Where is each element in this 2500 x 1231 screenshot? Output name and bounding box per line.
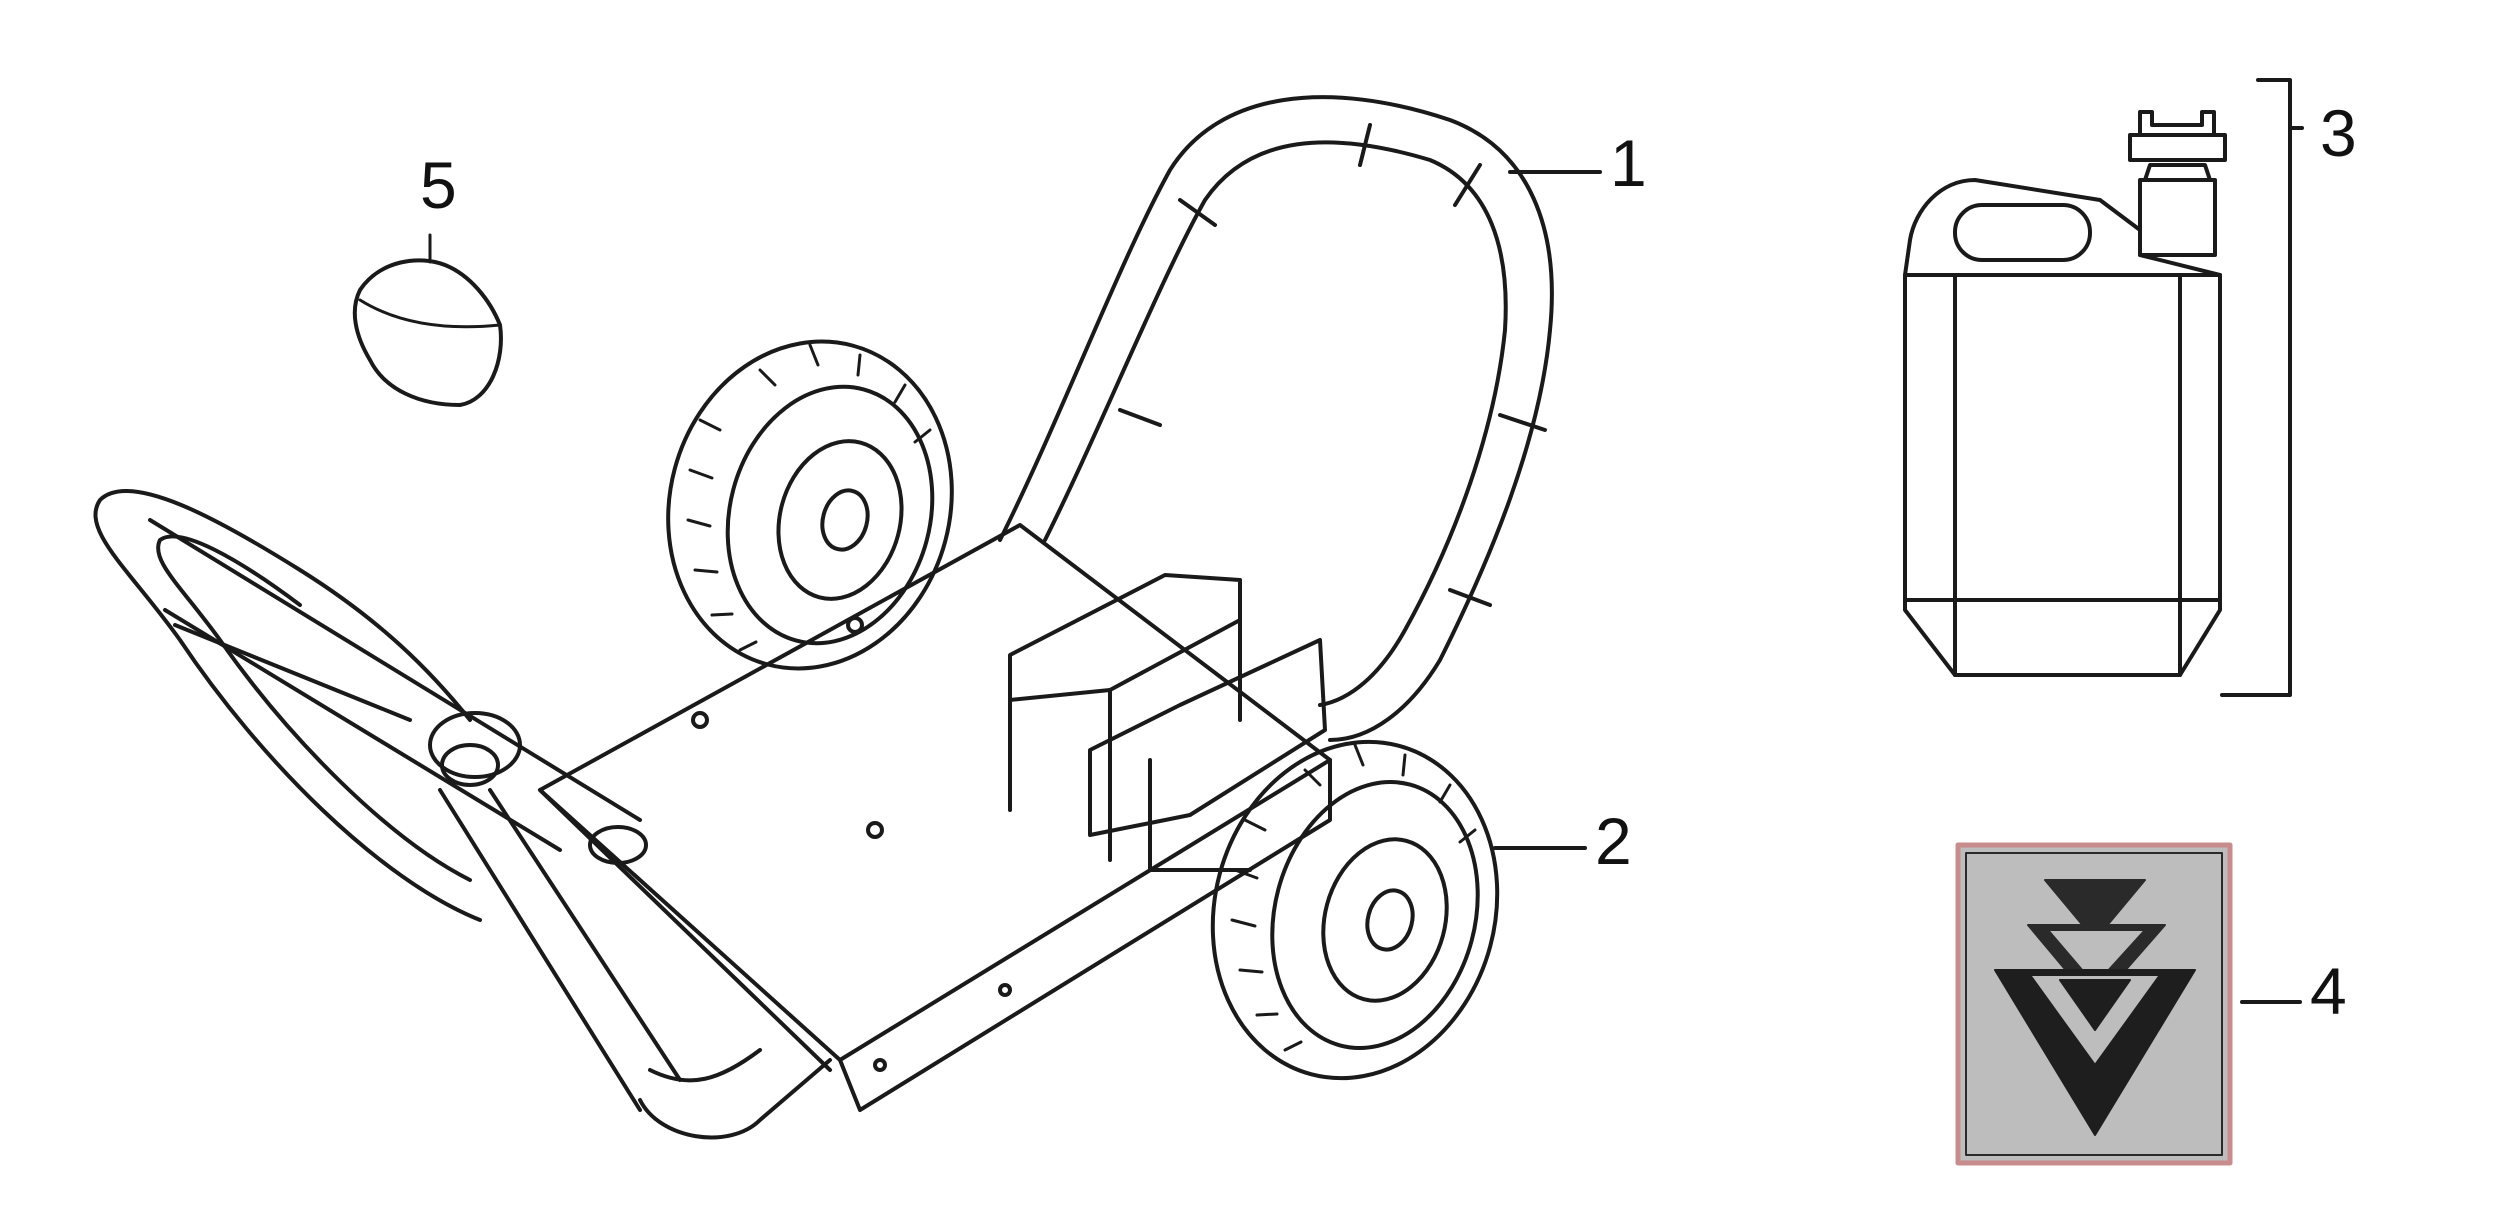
cart-base-plate: [538, 523, 1332, 1112]
handle-frame-part: [93, 95, 1554, 1140]
callout-2: 2: [1595, 804, 1632, 878]
wheel-part: [666, 339, 1500, 1081]
callout-5: 5: [420, 148, 457, 222]
cap-part: [352, 233, 503, 407]
callout-4: 4: [2310, 954, 2347, 1028]
callout-1: 1: [1610, 126, 1647, 200]
callout-3: 3: [2320, 96, 2357, 170]
leader-lines: [1493, 170, 2302, 1004]
label-part: [1955, 842, 2233, 1166]
canister-part: [1903, 78, 2304, 697]
